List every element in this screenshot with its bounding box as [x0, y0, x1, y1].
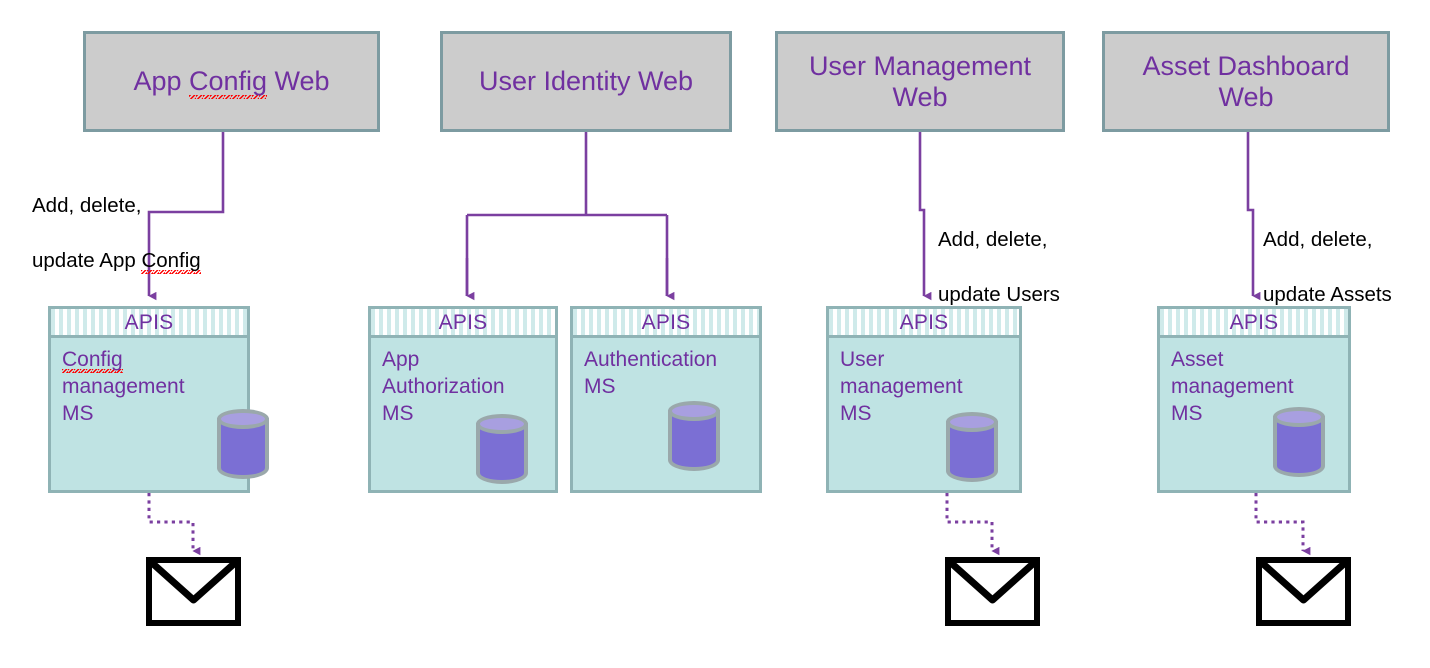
web-box-label: User Management Web	[809, 51, 1031, 111]
database-top	[1273, 407, 1325, 427]
connector-user-ms-to-email	[945, 493, 1000, 556]
connector-label-app-config-flow: Add, delete, update App Config	[32, 165, 272, 274]
connector-label-users-flow: Add, delete, update Users	[938, 199, 1138, 308]
email-icon	[945, 557, 1040, 626]
connector-label-assets-flow: Add, delete, update Assets	[1263, 199, 1430, 308]
database-body	[476, 423, 528, 484]
microservice-box-user-management-ms[interactable]: APIS User management MS	[826, 306, 1022, 493]
api-band[interactable]: APIS	[1160, 309, 1348, 338]
microservice-label: Asset management MS	[1171, 348, 1294, 425]
database-body	[1273, 416, 1325, 477]
microservice-box-authentication-ms[interactable]: APIS Authentication MS	[570, 306, 762, 493]
microservice-label: App Authorization MS	[382, 348, 505, 425]
connector-label-line1: Add, delete,	[32, 194, 142, 218]
api-band-label: APIS	[124, 310, 174, 334]
database-top	[946, 412, 998, 432]
microservice-box-app-authorization-ms[interactable]: APIS App Authorization MS	[368, 306, 558, 493]
web-box-app-config-web[interactable]: App Config Web	[83, 31, 380, 132]
database-icon	[668, 401, 720, 475]
web-box-label-line1: User Management	[808, 51, 1032, 82]
connector-user-identity-web-fork	[465, 132, 669, 296]
api-band[interactable]: APIS	[573, 309, 759, 338]
web-box-user-management-web[interactable]: User Management Web	[775, 31, 1065, 132]
web-box-label-line2: Web	[1218, 81, 1274, 112]
web-box-user-identity-web[interactable]: User Identity Web	[440, 31, 732, 132]
connector-label-line1: Add, delete,	[1263, 228, 1373, 252]
api-band[interactable]: APIS	[829, 309, 1019, 338]
microservice-label: User management MS	[840, 348, 963, 425]
api-band[interactable]: APIS	[371, 309, 555, 338]
microservice-label: Authentication MS	[584, 348, 718, 398]
database-icon	[217, 409, 269, 483]
web-box-label-line2: Web	[892, 81, 948, 112]
connector-label-line2: update Users	[938, 282, 1060, 306]
api-band-label: APIS	[1229, 310, 1279, 334]
database-icon	[476, 414, 528, 488]
microservice-label: Config management MS	[62, 348, 185, 425]
api-band-label: APIS	[641, 310, 691, 334]
microservice-box-config-management-ms[interactable]: APIS Config management MS	[48, 306, 269, 493]
web-box-label: Asset Dashboard Web	[1142, 51, 1349, 111]
connector-asset-dashboard-web-to-asset-ms	[1246, 132, 1261, 301]
email-icon	[146, 557, 241, 626]
web-box-asset-dashboard-web[interactable]: Asset Dashboard Web	[1102, 31, 1390, 132]
api-band[interactable]: APIS	[51, 309, 247, 338]
database-top	[668, 401, 720, 421]
database-top	[217, 409, 269, 429]
email-icon	[1256, 557, 1351, 626]
database-icon	[946, 412, 998, 486]
connector-user-management-web-to-user-ms	[918, 132, 932, 301]
connector-label-line2: update Assets	[1263, 282, 1392, 306]
web-box-label: App Config Web	[133, 66, 330, 100]
connector-label-line2: update App Config	[32, 248, 201, 274]
connector-asset-ms-to-email	[1254, 493, 1311, 556]
connector-config-ms-to-email	[147, 493, 201, 556]
connector-label-line1: Add, delete,	[938, 228, 1048, 252]
web-box-label: User Identity Web	[478, 66, 694, 97]
misspelled-word-config: Config	[141, 248, 201, 274]
api-band-label: APIS	[899, 310, 949, 334]
web-box-label-line1: Asset Dashboard	[1142, 51, 1350, 82]
database-top	[476, 414, 528, 434]
microservice-box-asset-management-ms[interactable]: APIS Asset management MS	[1157, 306, 1351, 493]
database-icon	[1273, 407, 1325, 481]
misspelled-word-config: Config	[62, 348, 123, 373]
api-band-label: APIS	[438, 310, 488, 334]
misspelled-word-config: Config	[188, 66, 268, 100]
